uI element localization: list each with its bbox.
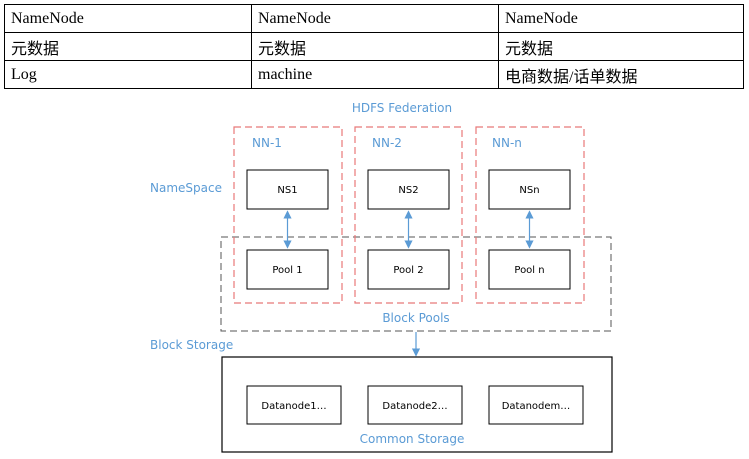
datanode-label: Datanode1… — [261, 401, 326, 412]
table-cell: machine — [251, 60, 499, 89]
pool-label: Pool n — [514, 265, 544, 276]
datanode-label: Datanodem… — [502, 401, 571, 412]
table-row: Log machine 电商数据/话单数据 — [4, 60, 744, 89]
namenode-table: NameNode NameNode NameNode 元数据 元数据 元数据 L… — [4, 4, 744, 89]
table-cell: 元数据 — [4, 32, 252, 61]
nn-group-border — [233, 126, 343, 304]
table-row: 元数据 元数据 元数据 — [4, 32, 744, 61]
table-cell: 元数据 — [498, 32, 744, 61]
nn-group-n: NN-n NSn Pool n — [475, 126, 585, 304]
pool-label: Pool 1 — [272, 265, 302, 276]
block-pools-label: Block Pools — [382, 311, 449, 325]
ns-box — [488, 169, 571, 210]
nn-group-label: NN-2 — [372, 136, 402, 150]
ns-box — [367, 169, 450, 210]
table-row: NameNode NameNode NameNode — [4, 4, 744, 33]
datanode-label: Datanode2… — [382, 401, 447, 412]
pool-box — [367, 249, 450, 290]
table-cell: NameNode — [4, 4, 252, 33]
nn-group-label: NN-1 — [252, 136, 282, 150]
datanode-box — [488, 385, 584, 425]
ns-label: NSn — [519, 185, 539, 196]
datanode-box — [367, 385, 463, 425]
ns-box — [246, 169, 329, 210]
namespace-label: NameSpace — [150, 181, 222, 195]
ns-label: NS2 — [398, 185, 418, 196]
pool-box — [488, 249, 571, 290]
block-storage-label: Block Storage — [150, 338, 233, 352]
nn-group-label: NN-n — [492, 136, 522, 150]
ns-label: NS1 — [277, 185, 297, 196]
diagram-title: HDFS Federation — [352, 101, 452, 115]
pool-label: Pool 2 — [393, 265, 423, 276]
table-cell: 电商数据/话单数据 — [498, 60, 744, 89]
nn-group-border — [354, 126, 463, 304]
datanode-box — [246, 385, 342, 425]
table-cell: NameNode — [251, 4, 499, 33]
nn-group-border — [475, 126, 585, 304]
common-storage-label: Common Storage — [360, 432, 465, 446]
nn-group-2: NN-2 NS2 Pool 2 — [354, 126, 463, 304]
nn-group-1: NN-1 NS1 Pool 1 — [233, 126, 343, 304]
pool-box — [246, 249, 329, 290]
table-cell: Log — [4, 60, 252, 89]
